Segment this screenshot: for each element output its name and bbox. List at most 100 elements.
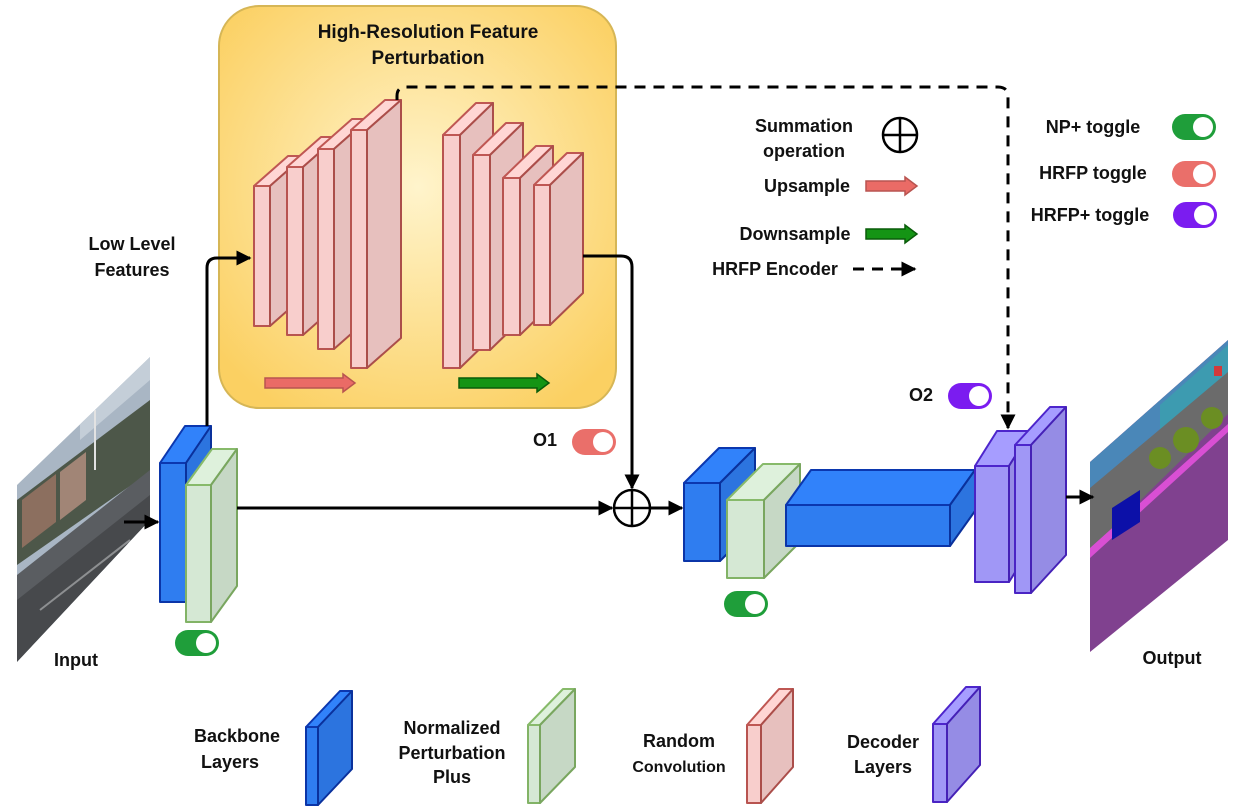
decoder-stack — [683, 406, 1067, 594]
npp-legend-line1: Normalized — [403, 718, 500, 738]
decoder-legend-swatch-side-face — [946, 686, 981, 803]
decoder-legend-swatch — [932, 686, 981, 803]
summation-legend-icon — [881, 116, 919, 154]
toggle-knob — [969, 386, 989, 406]
summation-node-icon — [612, 488, 652, 528]
hrfp-toggle-legend-switch — [1172, 161, 1216, 187]
o1-hrfp-toggle — [572, 429, 616, 455]
toggle-knob — [745, 594, 765, 614]
backbone-bottleneck-top-face — [785, 469, 976, 506]
backbone-legend-swatch-group — [305, 690, 353, 806]
upsample-legend-label: Upsample — [764, 176, 850, 196]
decoder-layer-2 — [1014, 406, 1067, 594]
np-plus-toggle-legend-label: NP+ toggle — [1046, 117, 1141, 137]
output-segmentation-image — [1090, 340, 1228, 652]
random-conv-layer-3-front-face — [317, 148, 335, 350]
encoder-backbone-stack — [159, 425, 238, 623]
upsample-legend-arrow — [865, 175, 919, 197]
random-conv-legend-swatch-side-face — [760, 688, 794, 804]
np-plus-layer-front-face — [185, 484, 212, 623]
input-label: Input — [54, 650, 98, 670]
random-conv-layer-8 — [533, 152, 584, 326]
low-level-skip-arrow — [205, 250, 252, 426]
low-level-features-line1: Low Level — [88, 234, 175, 254]
random-conv-layer-1-front-face — [253, 185, 271, 327]
backbone-bottleneck-front-face — [785, 504, 951, 547]
random-conv-layer-4 — [350, 99, 402, 369]
random-conv-legend-swatch-group — [746, 688, 794, 804]
toggle-knob — [1194, 205, 1214, 225]
np-plus-toggle-legend-switch — [1172, 114, 1216, 140]
downsample-legend-label: Downsample — [739, 224, 850, 244]
backbone-legend-line2: Layers — [201, 752, 259, 772]
npp-legend-swatch-front-face — [527, 724, 541, 804]
backbone-legend-swatch — [305, 690, 353, 806]
decoder-layer-2-side-face — [1030, 406, 1067, 594]
np-plus-layer-2 — [726, 463, 801, 579]
random-conv-legend-line1: Random — [643, 731, 715, 751]
random-conv-legend-line2: Convolution — [632, 759, 725, 776]
random-conv-legend-swatch-front-face — [746, 724, 762, 804]
o2-label: O2 — [909, 385, 933, 405]
hrfp-toggle-legend-label: HRFP toggle — [1039, 163, 1147, 183]
npp-legend-swatch — [527, 688, 576, 804]
backbone-bottleneck — [785, 469, 976, 547]
decoder-layer-1-front-face — [974, 465, 1010, 583]
random-conv-layer-8-front-face — [533, 184, 551, 326]
layer-legend: Backbone Layers Normalized Perturbation … — [194, 686, 981, 806]
decoder-legend-swatch-front-face — [932, 723, 948, 803]
backbone-layer-front-face — [159, 462, 187, 603]
np-plus-layer-side-face — [210, 448, 238, 623]
toggle-knob — [1193, 117, 1213, 137]
random-conv-layer-6-front-face — [472, 154, 491, 351]
decoder-np-plus-toggle — [724, 591, 768, 617]
backbone-legend-swatch-front-face — [305, 726, 319, 806]
toggle-knob — [593, 432, 613, 452]
summation-legend-line2: operation — [763, 141, 845, 161]
hrfp-title-line1: High-Resolution Feature — [318, 22, 539, 43]
toggle-knob — [196, 633, 216, 653]
hrfp-plus-toggle-legend-label: HRFP+ toggle — [1031, 205, 1150, 225]
np-plus-layer — [185, 448, 238, 623]
low-level-features-line2: Features — [94, 260, 169, 280]
random-conv-layer-4-side-face — [366, 99, 402, 369]
random-conv-layer-8-side-face — [549, 152, 584, 326]
o2-hrfp-plus-toggle — [948, 383, 992, 409]
backbone-np-plus-toggle — [175, 630, 219, 656]
toggle-legend: NP+ toggle HRFP toggle HRFP+ toggle — [1031, 114, 1217, 228]
toggle-knob — [1193, 164, 1213, 184]
npp-legend-swatch-side-face — [539, 688, 576, 804]
backbone-legend-line1: Backbone — [194, 726, 280, 746]
hrfp-downsample-arrow — [458, 372, 551, 394]
input-image — [17, 357, 150, 662]
npp-legend-line2: Perturbation — [398, 743, 505, 763]
hrfp-module: High-Resolution Feature Perturbation — [218, 5, 617, 409]
backbone-legend-swatch-side-face — [317, 690, 353, 806]
random-conv-layer-4-front-face — [350, 129, 368, 369]
random-conv-layer-2-front-face — [286, 166, 304, 336]
output-label: Output — [1143, 648, 1202, 668]
downsample-legend-arrow — [865, 223, 919, 245]
hrfp-encoder-dashed-arrow — [395, 85, 1016, 430]
hrfp-title-line2: Perturbation — [372, 48, 485, 69]
decoder-layer-2-front-face — [1014, 444, 1032, 594]
decoder-legend-swatch-group — [932, 686, 981, 803]
hrfp-output-arrow — [583, 254, 640, 490]
random-conv-layer-5-front-face — [442, 134, 461, 369]
hrfp-downsample-stack — [442, 102, 584, 369]
hrfp-encoder-legend-label: HRFP Encoder — [712, 259, 838, 279]
random-conv-layer-7-front-face — [502, 177, 521, 336]
backbone-layer-2-front-face — [683, 482, 721, 562]
npp-legend-swatch-group — [527, 688, 576, 804]
operation-legend: Summation operation Upsample Downsample … — [712, 116, 919, 279]
hrfp-upsample-stack — [253, 99, 402, 369]
decoder-legend-line2: Layers — [854, 757, 912, 777]
random-conv-legend-swatch — [746, 688, 794, 804]
hrfp-upsample-arrow — [264, 372, 357, 394]
summation-legend-line1: Summation — [755, 116, 853, 136]
npp-legend-line3: Plus — [433, 767, 471, 787]
np-plus-layer-2-front-face — [726, 499, 765, 579]
hrfp-plus-toggle-legend-switch — [1173, 202, 1217, 228]
decoder-legend-line1: Decoder — [847, 732, 919, 752]
